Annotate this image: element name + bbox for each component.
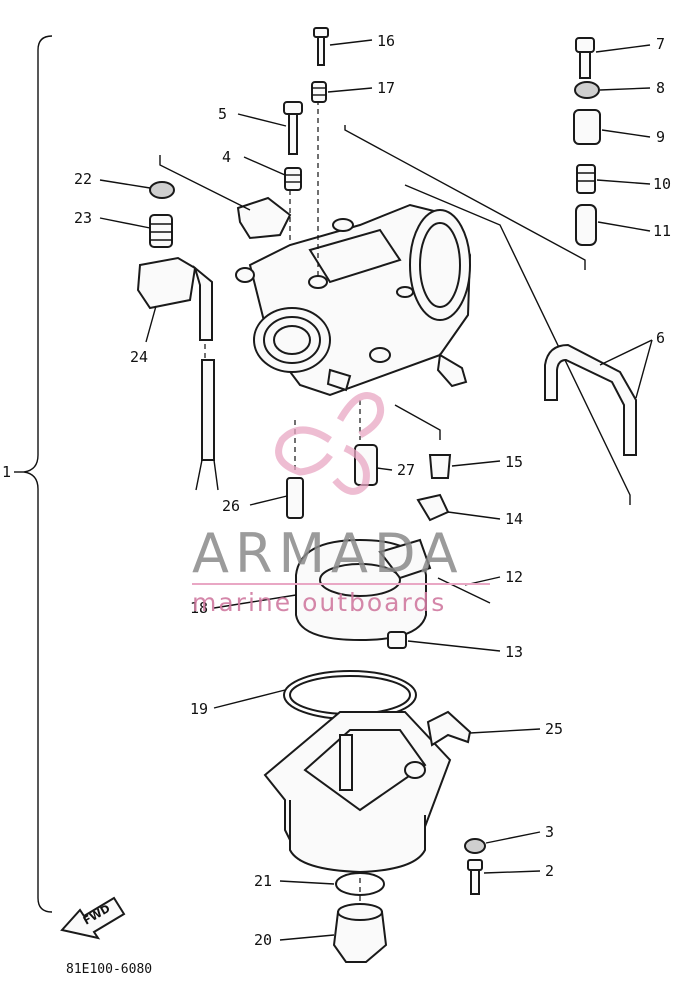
callout-16: 16	[377, 32, 395, 50]
spring-23	[149, 214, 173, 248]
callout-24: 24	[130, 348, 148, 366]
screw-13	[387, 631, 407, 649]
callout-2: 2	[545, 862, 554, 880]
spring-10	[576, 164, 596, 194]
callout-20: 20	[254, 931, 272, 949]
callout-13: 13	[505, 643, 523, 661]
callout-11: 11	[653, 222, 671, 240]
screw-7	[575, 37, 595, 79]
bracket-25	[426, 710, 472, 747]
callout-12: 12	[505, 568, 523, 586]
callout-8: 8	[656, 79, 665, 97]
float-bowl	[263, 711, 452, 874]
screw-2	[467, 859, 483, 895]
callout-26: 26	[222, 497, 240, 515]
watermark: ARMADA marine outboards	[192, 392, 490, 617]
callout-21: 21	[254, 872, 272, 890]
callout-17: 17	[377, 79, 395, 97]
washer-8	[574, 81, 600, 99]
pilot-screw-16	[313, 27, 329, 66]
callout-19: 19	[190, 700, 208, 718]
callout-22: 22	[74, 170, 92, 188]
float-18	[295, 538, 432, 642]
watermark-brand: ARMADA	[192, 522, 464, 585]
drain-plug-20	[332, 903, 388, 963]
callout-1: 1	[2, 463, 11, 481]
watermark-tagline: marine outboards	[192, 588, 446, 617]
assembly-bracket	[23, 35, 53, 913]
washer-3	[464, 838, 486, 854]
hose-6	[544, 343, 637, 456]
clip-14	[416, 493, 450, 522]
throttle-stop-screw-5	[283, 101, 303, 155]
callout-25: 25	[545, 720, 563, 738]
float-pin-12	[437, 577, 491, 604]
starter-plunger-24	[136, 256, 219, 491]
main-jet-26	[286, 477, 304, 519]
callout-15: 15	[505, 453, 523, 471]
cap-22	[149, 181, 175, 199]
callout-4: 4	[222, 148, 231, 166]
gasket-21	[335, 872, 385, 896]
callout-7: 7	[656, 35, 665, 53]
drawing-code: 81E100-6080	[66, 962, 152, 977]
fwd-arrow-icon: FWD	[60, 896, 126, 940]
spring-17	[311, 81, 327, 103]
callout-6: 6	[656, 329, 665, 347]
holder-9	[573, 109, 601, 145]
plunger-11	[575, 204, 597, 246]
callout-14: 14	[505, 510, 523, 528]
callout-10: 10	[653, 175, 671, 193]
needle-valve-15	[428, 454, 452, 479]
callout-3: 3	[545, 823, 554, 841]
callout-9: 9	[656, 128, 665, 146]
spring-4	[284, 167, 302, 191]
callout-23: 23	[74, 209, 92, 227]
carburetor-body	[235, 196, 472, 397]
callout-5: 5	[218, 105, 227, 123]
callout-18: 18	[190, 599, 208, 617]
watermark-logo-icon	[275, 392, 385, 495]
callout-27: 27	[397, 461, 415, 479]
